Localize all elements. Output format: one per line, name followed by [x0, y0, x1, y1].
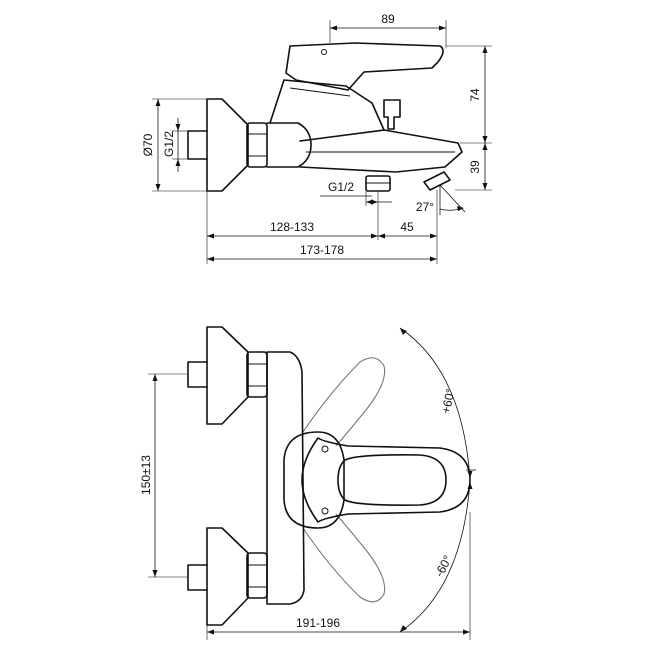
- screw-cap-upper: [321, 445, 329, 453]
- dim-spout-angle: 27°: [416, 200, 434, 214]
- lever-handle-front: [301, 437, 471, 523]
- lower-nut: [246, 552, 268, 599]
- lever-slot: [337, 454, 447, 506]
- lever-ghost-upper: [302, 357, 386, 447]
- dim-outlet-thread: G1/2: [328, 180, 354, 194]
- inlet-connector: [187, 130, 208, 160]
- side-view: [187, 42, 463, 192]
- upper-nut: [246, 351, 268, 398]
- mixer-body-front: [266, 351, 305, 605]
- dim-wall-projection: 128-133: [270, 220, 314, 234]
- screw-cap-lower: [321, 507, 329, 515]
- rotation-arc-lower: [399, 481, 471, 633]
- dim-inlet-centers: 150±13: [139, 455, 153, 495]
- cartridge-housing: [283, 431, 345, 529]
- spout-aerator: [423, 171, 451, 191]
- front-dimensions: +60° -60° 150±13 191-196: [139, 327, 476, 640]
- dim-body-diameter: Ø70: [141, 133, 155, 156]
- upper-inlet: [187, 361, 208, 388]
- dim-front-width: 191-196: [296, 616, 340, 630]
- dim-overall-depth: 173-178: [300, 243, 344, 257]
- front-view: [187, 326, 471, 626]
- lower-inlet: [187, 564, 208, 591]
- dim-spout-height: 74: [468, 88, 482, 102]
- dim-spout-projection: 45: [400, 220, 414, 234]
- upper-body: [269, 79, 385, 131]
- wall-flange: [206, 98, 249, 192]
- dim-inlet-thread: G1/2: [162, 131, 176, 157]
- spout-side: [299, 129, 463, 173]
- lower-flange: [206, 527, 249, 626]
- mixer-body-side: [266, 122, 312, 168]
- diverter-knob: [383, 99, 401, 130]
- lever-ghost-lower: [302, 513, 386, 603]
- upper-flange: [206, 326, 249, 425]
- dim-rotation-plus: +60°: [439, 387, 458, 415]
- dim-top-width: 89: [381, 12, 395, 26]
- side-dimensions: 89 74 39 Ø70 G1/2 G1/2: [141, 12, 492, 264]
- lever-handle-side: [285, 42, 444, 91]
- rotation-arc-upper: [399, 327, 471, 479]
- hex-nut: [246, 122, 268, 168]
- dim-outlet-height: 39: [468, 160, 482, 174]
